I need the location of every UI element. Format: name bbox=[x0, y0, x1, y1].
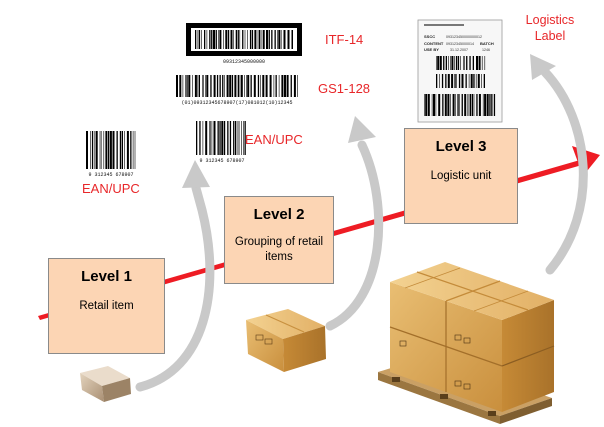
level-3-description: Logistic unit bbox=[430, 170, 492, 182]
level-2-description: Grouping of retail items bbox=[234, 236, 324, 263]
logistics-label-caption: Logistics Label bbox=[525, 13, 575, 43]
gs1-128-digits: (01)09312345678907(17)081012(10)12345 bbox=[181, 100, 292, 106]
gs1-128-label: GS1-128 bbox=[318, 81, 371, 96]
ean-upper-digits: 9 312345 678907 bbox=[199, 158, 244, 164]
grouping-box bbox=[246, 309, 326, 372]
svg-text:1246: 1246 bbox=[482, 48, 490, 52]
curved-arrow-level-3 bbox=[530, 54, 588, 275]
svg-text:31.12.2007: 31.12.2007 bbox=[450, 48, 468, 52]
level-1-title: Level 1 bbox=[81, 268, 132, 285]
pallet-with-boxes bbox=[378, 262, 555, 424]
ean-upc-barcode-upper: 9 312345 678907 bbox=[196, 121, 246, 164]
ean-upc-barcode-lower: 9 312345 678907 bbox=[86, 131, 136, 178]
svg-text:CONTENT: CONTENT bbox=[424, 41, 444, 46]
curved-arrow-level-2 bbox=[325, 116, 384, 331]
ean-upc-label-lower: EAN/UPC bbox=[82, 181, 140, 196]
retail-item-box bbox=[80, 366, 131, 402]
itf14-digits: 09312345000000 bbox=[223, 59, 265, 65]
svg-text:BATCH: BATCH bbox=[480, 41, 494, 46]
svg-text:093123450000000012: 093123450000000012 bbox=[446, 35, 482, 39]
ean-upc-label-upper: EAN/UPC bbox=[245, 132, 303, 147]
logistics-label-sheet: SSCC 093123450000000012 CONTENT 09312345… bbox=[417, 19, 503, 123]
itf14-label: ITF-14 bbox=[325, 32, 364, 47]
itf14-barcode: 09312345000000 bbox=[186, 23, 302, 65]
level-2-box: Level 2 Grouping of retail items bbox=[224, 196, 334, 284]
level-1-description: Retail item bbox=[79, 300, 134, 312]
level-2-title: Level 2 bbox=[253, 206, 305, 223]
svg-text:USE BY: USE BY bbox=[424, 47, 439, 52]
level-3-box: Level 3 Logistic unit bbox=[404, 128, 518, 224]
svg-text:SSCC: SSCC bbox=[424, 34, 435, 39]
ean-lower-digits: 9 312345 678907 bbox=[88, 172, 133, 178]
curved-arrow-level-1 bbox=[135, 160, 215, 392]
gs1-128-barcode: (01)09312345678907(17)081012(10)12345 bbox=[176, 75, 298, 106]
svg-text:09312345000014: 09312345000014 bbox=[446, 42, 474, 46]
level-1-box: Level 1 Retail item bbox=[48, 258, 165, 354]
level-3-title: Level 3 bbox=[435, 138, 487, 155]
